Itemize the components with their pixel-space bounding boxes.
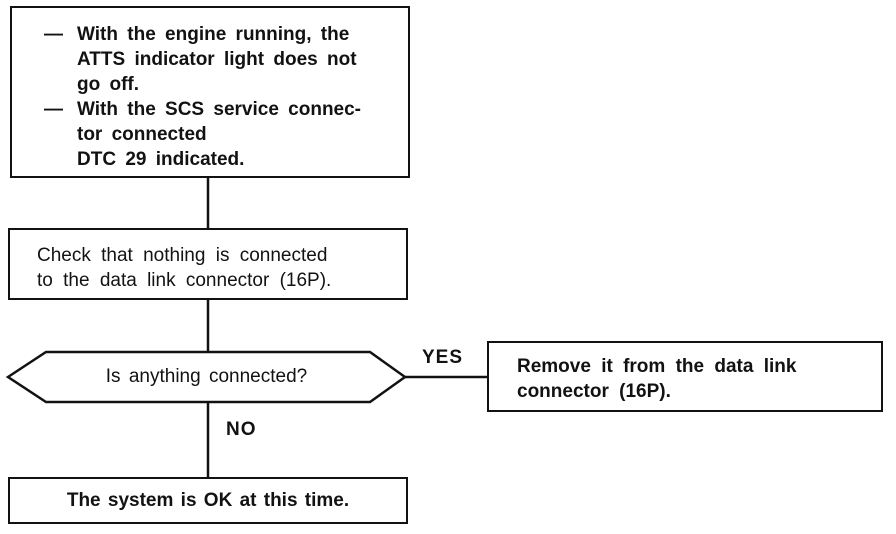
decision-question: Is anything connected? (105, 366, 308, 387)
symptom-text-1: With the engine running, the ATTS indica… (77, 24, 357, 95)
action-box: Remove it from the data link connector (… (487, 341, 883, 412)
symptom-text-2: With the SCS service connec- tor connect… (77, 99, 362, 170)
symptom-item: — With the engine running, the ATTS indi… (44, 22, 398, 97)
bullet-dash: — (44, 99, 63, 120)
check-box: Check that nothing is connected to the d… (8, 228, 408, 300)
symptom-box: — With the engine running, the ATTS indi… (10, 6, 410, 178)
check-text: Check that nothing is connected to the d… (37, 245, 332, 291)
symptom-item: — With the SCS service connec- tor conne… (44, 97, 398, 172)
result-text: The system is OK at this time. (66, 489, 350, 511)
result-box: The system is OK at this time. (8, 477, 408, 524)
yes-label: YES (422, 347, 464, 368)
action-text: Remove it from the data link connector (… (517, 356, 797, 402)
no-label: NO (226, 419, 257, 440)
bullet-dash: — (44, 24, 63, 45)
